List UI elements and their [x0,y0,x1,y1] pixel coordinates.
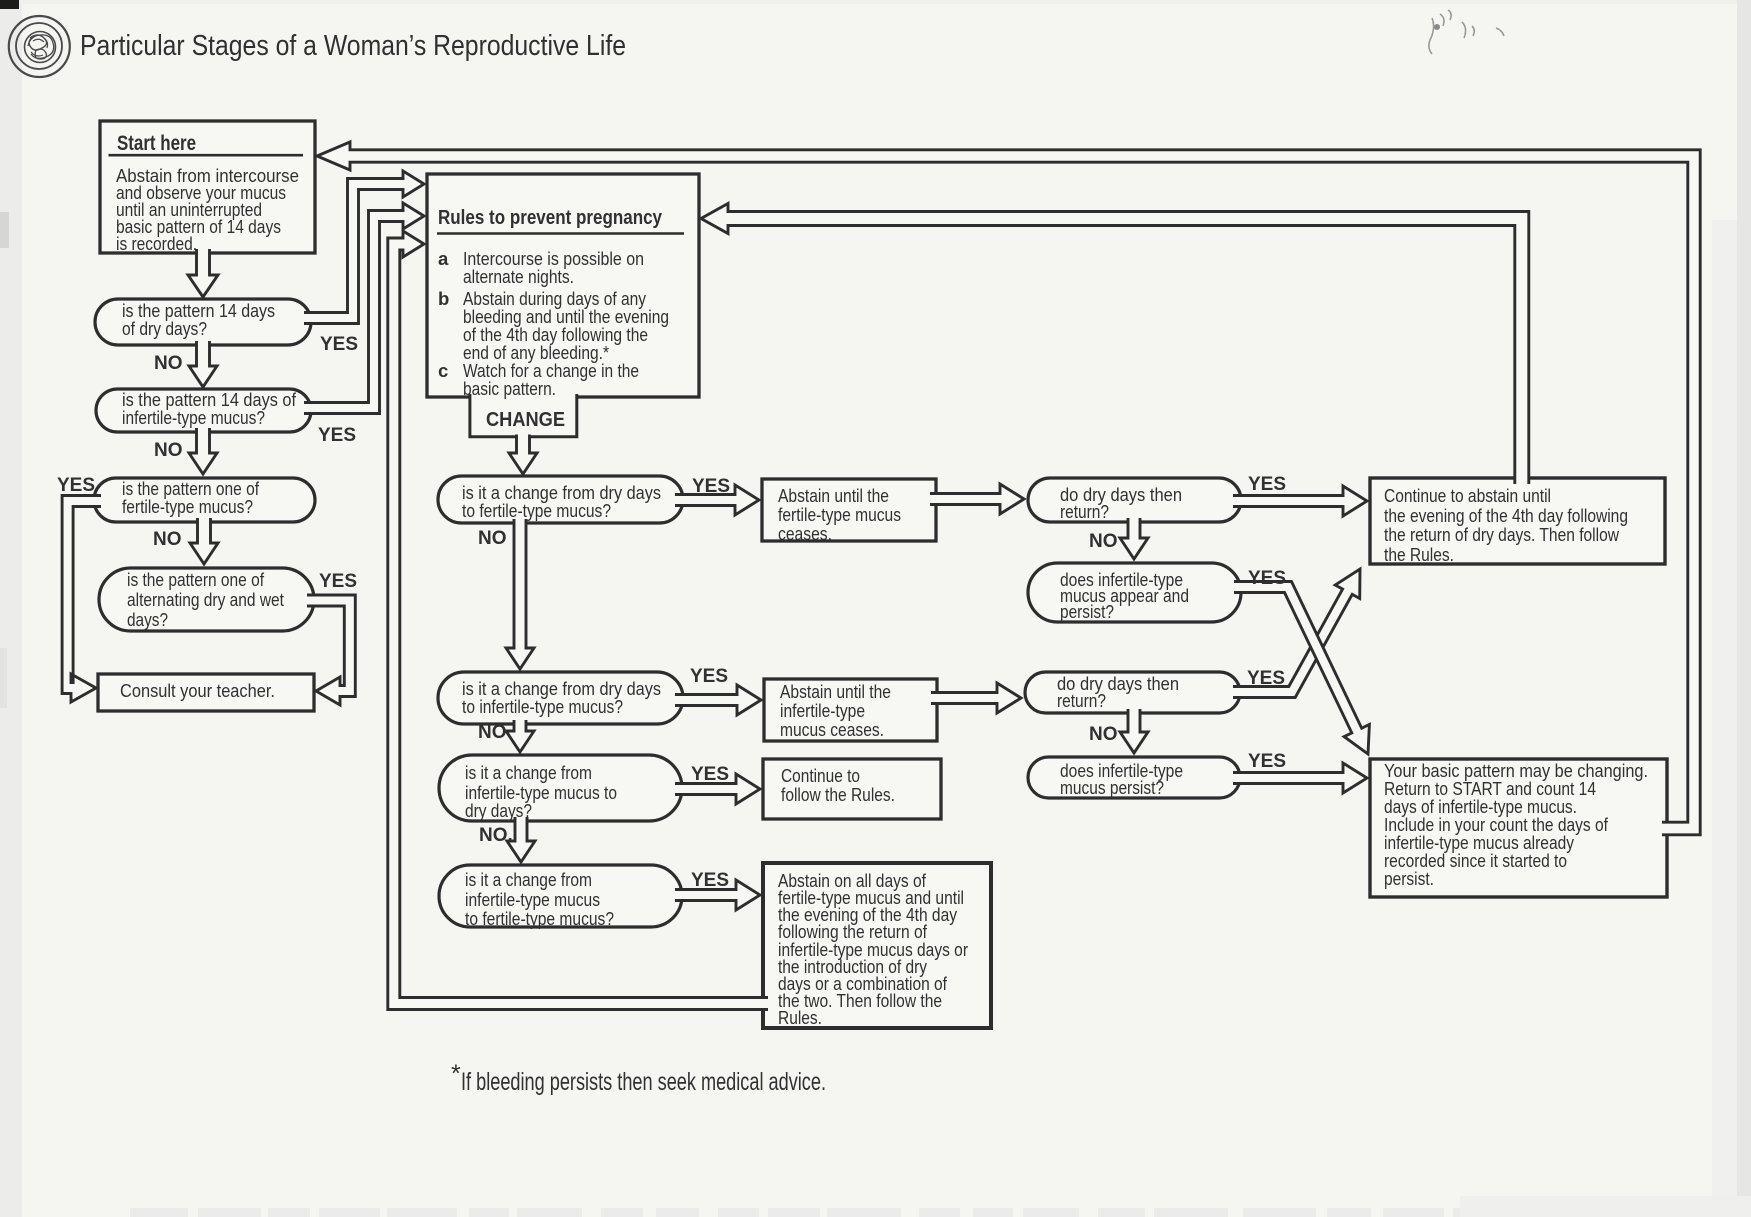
svg-text:NO: NO [154,440,183,461]
svg-text:YES: YES [319,571,357,592]
svg-text:mucus ceases.: mucus ceases. [780,719,884,740]
svg-text:return?: return? [1057,690,1106,711]
svg-text:Abstain until the: Abstain until the [778,485,889,506]
svg-text:YES: YES [1247,668,1285,689]
svg-text:Watch for a change in the: Watch for a change in the [463,360,639,381]
svg-text:the return of dry days. Then f: the return of dry days. Then follow [1384,524,1620,545]
svg-text:YES: YES [1248,568,1286,589]
svg-text:is it a change from dry days: is it a change from dry days [462,482,661,503]
svg-text:YES: YES [320,334,358,355]
svg-text:Abstain on all days of: Abstain on all days of [778,870,927,891]
svg-text:YES: YES [1248,751,1286,772]
svg-text:do dry days then: do dry days then [1057,673,1179,694]
svg-text:infertile-type mucus days or: infertile-type mucus days or [778,939,968,960]
svg-text:bleeding and until the evening: bleeding and until the evening [463,306,669,327]
svg-text:Particular Stages of a Woman’s: Particular Stages of a Woman’s Reproduct… [80,30,626,62]
svg-text:do dry days then: do dry days then [1060,484,1182,505]
svg-text:Continue to: Continue to [781,765,860,786]
svg-text:to fertile-type mucus?: to fertile-type mucus? [462,500,611,521]
svg-text:YES: YES [318,425,356,446]
svg-text:mucus appear and: mucus appear and [1060,585,1189,606]
svg-text:is the pattern one of: is the pattern one of [127,569,265,590]
svg-text:NO.: NO. [479,825,513,846]
svg-text:is the pattern one of: is the pattern one of [122,478,260,499]
svg-text:mucus persist?: mucus persist? [1060,777,1164,798]
svg-text:YES: YES [1248,474,1286,495]
svg-text:infertile-type: infertile-type [780,700,865,721]
svg-text:persist?: persist? [1060,601,1114,622]
svg-text:and observe your mucus: and observe your mucus [116,182,286,203]
svg-text:is it a change from: is it a change from [465,869,592,890]
svg-text:the Rules.: the Rules. [1384,544,1454,565]
svg-text:is it a change from: is it a change from [465,762,592,783]
svg-text:is the pattern 14 days of: is the pattern 14 days of [122,389,297,410]
svg-text:YES: YES [690,666,728,687]
svg-text:the evening of the 4th day: the evening of the 4th day [778,904,958,925]
svg-text:NO: NO [478,528,507,549]
svg-text:NO: NO [1089,724,1118,745]
svg-text:until an uninterrupted: until an uninterrupted [116,199,262,220]
svg-text:YES: YES [57,475,95,496]
svg-text:Rules to prevent pregnancy: Rules to prevent pregnancy [438,206,662,229]
svg-text:Start here: Start here [117,132,196,155]
svg-text:days or a combination of: days or a combination of [778,973,948,994]
svg-text:YES: YES [692,476,730,497]
svg-text:to fertile-type mucus?: to fertile-type mucus? [465,908,614,929]
svg-text:the two. Then follow the: the two. Then follow the [778,990,942,1011]
svg-text:to infertile-type mucus?: to infertile-type mucus? [462,696,623,717]
svg-text:alternate nights.: alternate nights. [463,266,574,287]
svg-text:follow the Rules.: follow the Rules. [781,784,895,805]
svg-text:return?: return? [1060,501,1109,522]
svg-text:infertile-type mucus: infertile-type mucus [465,889,600,910]
svg-text:fertile-type mucus?: fertile-type mucus? [122,496,253,517]
svg-text:Include in your count the days: Include in your count the days of [1384,814,1609,835]
svg-text:Abstain during days of any: Abstain during days of any [463,288,647,309]
svg-text:YES: YES [691,764,729,785]
svg-text:Intercourse is possible on: Intercourse is possible on [463,248,644,269]
svg-text:b: b [438,288,449,309]
svg-text:fertile-type mucus: fertile-type mucus [778,504,901,525]
svg-text:is recorded.: is recorded. [116,233,197,254]
svg-text:*: * [451,1060,461,1088]
svg-text:the introduction of dry: the introduction of dry [778,956,928,977]
svg-text:basic pattern of 14 days: basic pattern of 14 days [116,216,281,237]
svg-text:the evening of the 4th day fol: the evening of the 4th day following [1384,505,1628,526]
svg-text:days of infertile-type mucus.: days of infertile-type mucus. [1384,796,1577,817]
svg-text:end of any bleeding.*: end of any bleeding.* [463,342,609,363]
svg-text:of the 4th day following the: of the 4th day following the [463,324,648,345]
svg-text:infertile-type mucus already: infertile-type mucus already [1384,832,1575,853]
svg-text:Abstain from intercourse: Abstain from intercourse [116,165,299,186]
svg-text:fertile-type mucus and until: fertile-type mucus and until [778,887,964,908]
svg-text:infertile-type mucus?: infertile-type mucus? [122,407,265,428]
svg-text:c: c [438,360,448,381]
svg-text:Your basic pattern may be chan: Your basic pattern may be changing. [1384,760,1648,781]
svg-text:NO: NO [1089,531,1118,552]
svg-text:is the pattern 14 days: is the pattern 14 days [122,300,275,321]
svg-text:persist.: persist. [1384,868,1434,889]
svg-text:following the return of: following the return of [778,921,928,942]
svg-text:Continue to abstain until: Continue to abstain until [1384,485,1551,506]
svg-text:is it a change from dry days: is it a change from dry days [462,678,661,699]
svg-text:NO: NO [154,353,183,374]
svg-text:YES: YES [691,870,729,891]
svg-text:dry days?: dry days? [465,800,532,821]
svg-text:basic pattern.: basic pattern. [463,378,556,399]
svg-text:Consult your teacher.: Consult your teacher. [120,680,275,701]
svg-text:Abstain until the: Abstain until the [780,681,891,702]
svg-text:CHANGE: CHANGE [486,409,565,431]
svg-text:NO: NO [478,722,507,743]
svg-text:does infertile-type: does infertile-type [1060,760,1183,781]
svg-text:ceases.: ceases. [778,523,832,544]
svg-text:days?: days? [127,609,168,630]
svg-text:NO: NO [153,529,182,550]
svg-text:a: a [438,248,449,269]
svg-text:recorded since it started to: recorded since it started to [1384,850,1567,871]
svg-text:Return to START and count 14: Return to START and count 14 [1384,778,1596,799]
svg-text:alternating dry and wet: alternating dry and wet [127,589,284,610]
svg-text:of dry days?: of dry days? [122,318,207,339]
svg-text:Rules.: Rules. [778,1007,822,1028]
svg-text:If bleeding persists then seek: If bleeding persists then seek medical a… [461,1068,826,1096]
svg-text:infertile-type mucus to: infertile-type mucus to [465,782,617,803]
svg-text:does infertile-type: does infertile-type [1060,569,1183,590]
